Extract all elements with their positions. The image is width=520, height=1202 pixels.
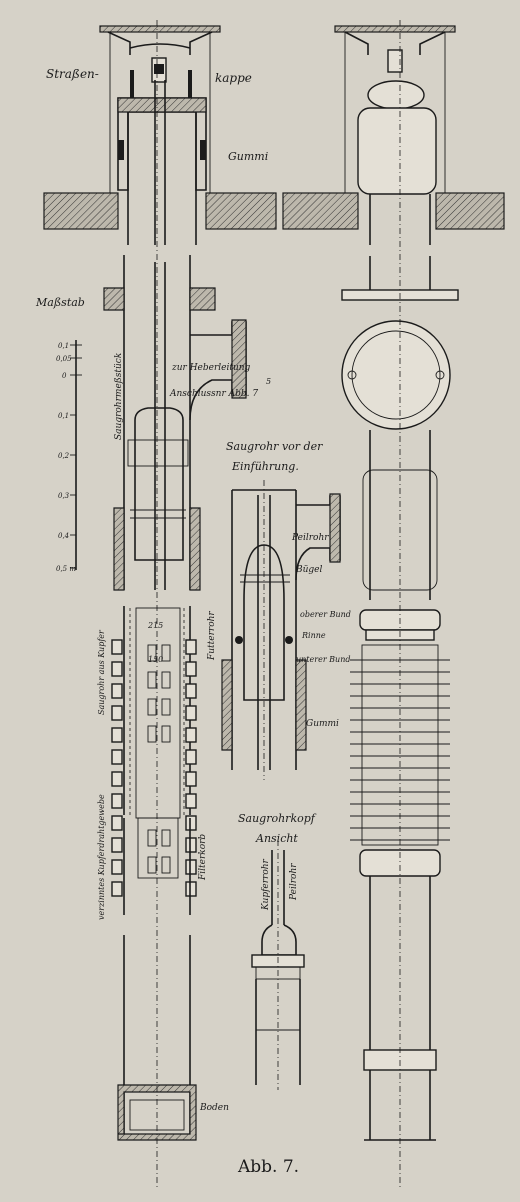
left-section-view: [43, 20, 277, 1190]
label-oberer-bund: oberer Bund: [300, 610, 351, 619]
label-saugrohr-aus-kupfer: Saugrohr aus Kupfer: [97, 629, 106, 715]
label-peilrohr-top: Peilrohr: [291, 533, 329, 543]
label-gewebe: verzinntes Kupferdrahtgewebe: [97, 794, 106, 920]
label-zur-hebeleitung: zur Heberleitung: [171, 363, 251, 373]
label-boden: Boden: [199, 1103, 229, 1113]
label-filterkorb: Filterkorb: [198, 834, 208, 881]
label-futterrohr: Futterrohr: [207, 611, 217, 661]
label-gummi-top: Gummi: [228, 150, 268, 163]
scale-tick-0: 0,1: [58, 342, 69, 350]
label-einfuehrung: Einführung.: [231, 460, 299, 473]
label-dim-215: 215: [147, 621, 163, 630]
filter-slots-right: [185, 639, 197, 897]
scale-tick-3: 0,1: [58, 412, 69, 420]
scale-tick-1: 0,05: [56, 355, 72, 363]
label-rinne: Rinne: [301, 631, 326, 640]
label-saugrohrkopf: Saugrohrkopf: [238, 812, 317, 825]
label-dim-150: 150: [148, 655, 163, 664]
figure-caption: Abb. 7.: [237, 1157, 299, 1177]
label-saugrohr-vor-der: Saugrohr vor der: [226, 440, 323, 453]
label-anschlussnr: Anschlussnr Abb. 7: [169, 389, 258, 399]
label-kupferrohr: Kupferrohr: [261, 858, 271, 911]
saugrohrkopf-view: [251, 840, 305, 1090]
scale-tick-5: 0,3: [58, 492, 70, 500]
right-elevation-view: [282, 20, 505, 1190]
label-strassen: Straßen-: [46, 67, 99, 81]
filter-inner-slots: [147, 644, 171, 874]
scale-tick-7: 0,5 m: [56, 565, 76, 573]
insertion-detail: [221, 480, 341, 780]
label-gummi-mid: Gummi: [306, 719, 339, 729]
scale-bar: 0,1 0,05 0 0,1 0,2 0,3 0,4 0,5 m: [56, 340, 82, 573]
scale-tick-6: 0,4: [58, 532, 69, 540]
label-peilrohr-bottom: Peilrohr: [289, 863, 299, 901]
label-unterer-bund: unterer Bund: [296, 655, 350, 664]
scale-tick-4: 0,2: [58, 452, 70, 460]
filter-slots-left: [111, 639, 123, 897]
label-massstab: Maßstab: [35, 296, 85, 309]
label-kappe: kappe: [215, 71, 252, 85]
scale-tick-2: 0: [62, 372, 67, 380]
label-ansicht: Ansicht: [255, 832, 298, 845]
label-buegel: Bügel: [295, 565, 322, 575]
label-dim-5: 5: [266, 377, 271, 386]
label-saugrohrmessstueck: Saugrohrmeßstück: [114, 353, 124, 440]
